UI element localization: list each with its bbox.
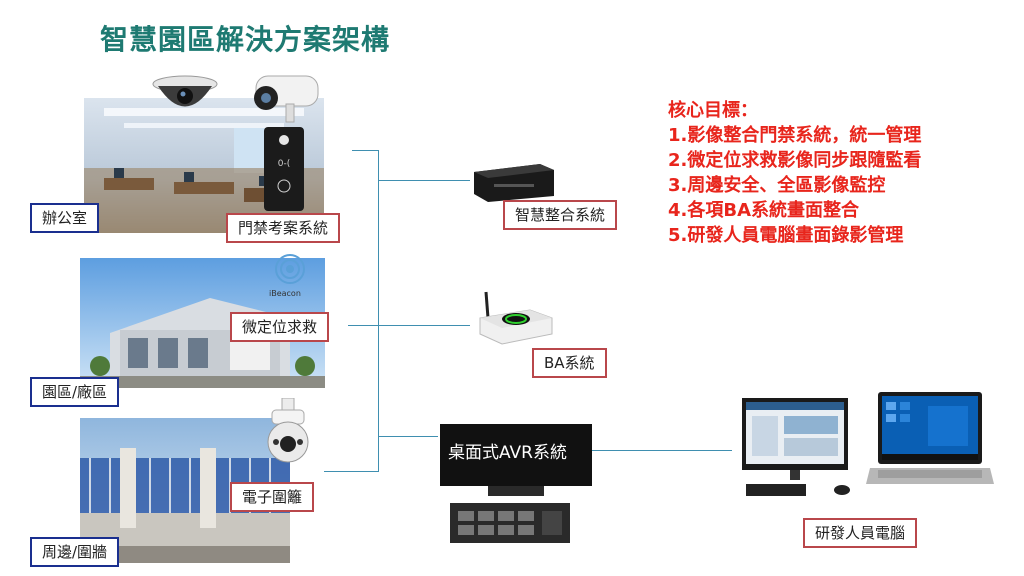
monitor-stand bbox=[488, 486, 544, 496]
server-box-icon bbox=[470, 160, 556, 206]
laptop-icon bbox=[866, 392, 996, 506]
access-control-label: 門禁考案系統 bbox=[226, 213, 341, 243]
smart-integration-label: 智慧整合系統 bbox=[503, 200, 618, 230]
ibeacon-icon bbox=[270, 254, 310, 292]
ptz-camera-icon bbox=[262, 397, 314, 468]
core-goals: 核心目標： 1.影像整合門禁系統，統一管理 2.微定位求救影像同步跟隨監看 3.… bbox=[668, 98, 921, 248]
connector-line bbox=[352, 150, 379, 151]
page-title: 智慧園區解決方案架構 bbox=[100, 23, 391, 56]
svg-text:0-(: 0-( bbox=[278, 159, 291, 169]
site-label-campus: 園區/廠區 bbox=[30, 377, 120, 407]
avr-monitor-icon bbox=[440, 424, 592, 486]
connector-line bbox=[378, 180, 470, 181]
rd-computers-label: 研發人員電腦 bbox=[803, 518, 918, 548]
connector-line bbox=[378, 436, 438, 437]
goal-item: 4.各項BA系統畫面整合 bbox=[668, 200, 860, 221]
bullet-camera-icon bbox=[246, 68, 326, 132]
desktop-pc-icon bbox=[742, 398, 852, 506]
access-reader-icon: 0-( bbox=[263, 126, 305, 216]
goal-item: 3.周邊安全、全區影像監控 bbox=[668, 175, 886, 196]
goals-heading: 核心目標： bbox=[668, 100, 758, 121]
dome-camera-icon bbox=[150, 72, 220, 126]
electronic-fence-label: 電子圍籬 bbox=[230, 482, 315, 512]
goal-item: 2.微定位求救影像同步跟隨監看 bbox=[668, 150, 922, 171]
nvr-rack-icon bbox=[450, 503, 570, 547]
ba-system-label: BA系統 bbox=[532, 348, 607, 378]
connector-line bbox=[324, 471, 379, 472]
connector-line bbox=[592, 450, 732, 451]
site-label-perimeter: 周邊/圍牆 bbox=[30, 537, 120, 567]
ibeacon-label: iBeacon bbox=[269, 289, 301, 298]
micro-location-label: 微定位求救 bbox=[230, 312, 330, 342]
ba-device-icon bbox=[474, 288, 556, 354]
connector-line bbox=[378, 150, 379, 472]
avr-system-label: 桌面式AVR系統 bbox=[448, 443, 567, 463]
goal-item: 5.研發人員電腦畫面錄影管理 bbox=[668, 225, 904, 246]
site-label-office: 辦公室 bbox=[30, 203, 100, 233]
goal-item: 1.影像整合門禁系統，統一管理 bbox=[668, 125, 922, 146]
connector-line bbox=[348, 325, 470, 326]
